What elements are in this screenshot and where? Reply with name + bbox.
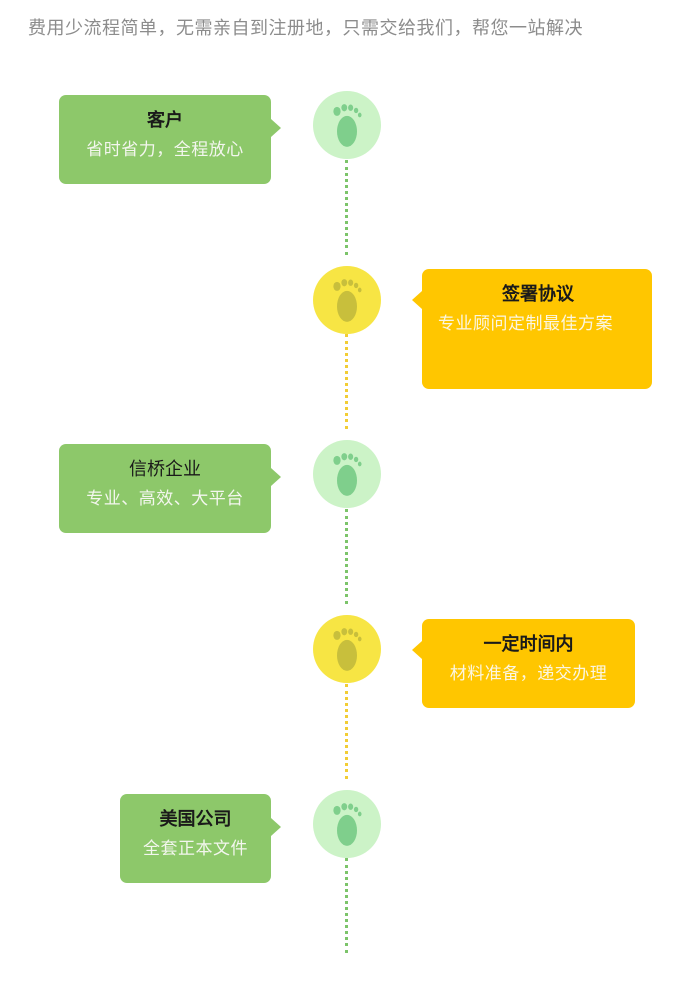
connector-line — [345, 160, 348, 255]
footprint-icon — [333, 803, 362, 846]
timeline-node — [313, 790, 381, 858]
step-subtitle: 专业顾问定制最佳方案 — [438, 314, 613, 334]
connector-line — [345, 858, 348, 953]
step-card-customer: 客户 省时省力，全程放心 — [59, 95, 281, 184]
step-title: 客户 — [147, 110, 183, 131]
step-title: 美国公司 — [159, 809, 232, 830]
step-subtitle: 材料准备，递交办理 — [449, 664, 608, 684]
step-title: 一定时间内 — [483, 634, 574, 655]
timeline-node — [313, 266, 381, 334]
step-card-sign-agreement: 签署协议 专业顾问定制最佳方案 — [412, 269, 652, 389]
footprint-icon — [333, 104, 362, 147]
step-subtitle: 专业、高效、大平台 — [86, 489, 244, 509]
step-card-time: 一定时间内 材料准备，递交办理 — [412, 619, 635, 708]
step-card-us-company: 美国公司 全套正本文件 — [120, 794, 281, 883]
step-card-xinqiao: 信桥企业 专业、高效、大平台 — [59, 444, 281, 533]
timeline-node — [313, 615, 381, 683]
timeline-node — [313, 440, 381, 508]
connector-line — [345, 509, 348, 604]
step-subtitle: 全套正本文件 — [143, 839, 248, 859]
connector-line — [345, 334, 348, 429]
step-title: 签署协议 — [502, 284, 574, 305]
intro-text: 费用少流程简单，无需亲自到注册地，只需交给我们，帮您一站解决 — [28, 18, 583, 39]
step-subtitle: 省时省力，全程放心 — [86, 140, 244, 160]
timeline-node — [313, 91, 381, 159]
step-title: 信桥企业 — [129, 459, 201, 480]
connector-line — [345, 684, 348, 779]
footprint-icon — [333, 279, 362, 322]
footprint-icon — [333, 453, 362, 496]
footprint-icon — [333, 628, 362, 671]
